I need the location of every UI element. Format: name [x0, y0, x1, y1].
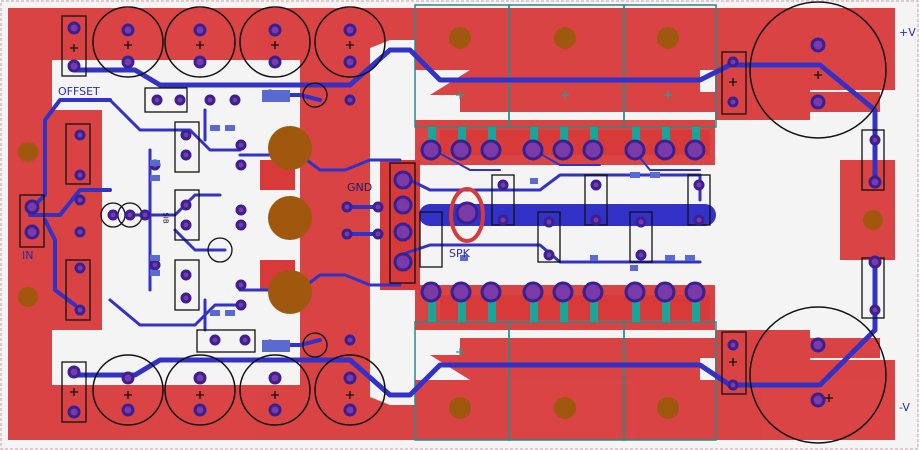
silkscreen-outlines [19, 15, 885, 423]
smd-pads [150, 90, 695, 352]
positive-supply-label: +V [899, 26, 916, 39]
speaker-label: SPK [449, 247, 470, 260]
through-hole-pads [24, 21, 882, 419]
ground-label: GND [347, 181, 373, 194]
mounting-holes [18, 27, 883, 419]
offset-label: OFFSET [58, 85, 100, 98]
electrolytic-capacitors [92, 1, 887, 444]
sib-marking: SIB [161, 212, 170, 224]
negative-supply-label: -V [899, 401, 910, 414]
input-label: IN [22, 249, 34, 262]
polarity-marks [70, 41, 833, 402]
